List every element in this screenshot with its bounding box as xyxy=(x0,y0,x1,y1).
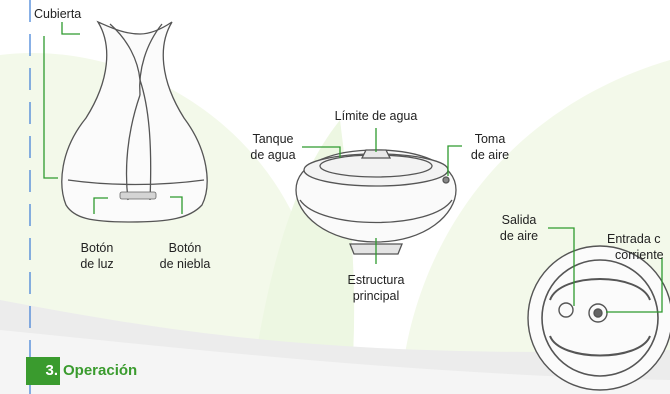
label-tanque-agua: Tanque de agua xyxy=(242,131,304,163)
label-salida-line1: Salida xyxy=(501,213,537,227)
label-estructura-line1: Estructura xyxy=(347,273,405,287)
base-bottom-illustration xyxy=(527,245,670,391)
label-boton-luz-line2: de luz xyxy=(80,257,114,271)
main-body-illustration xyxy=(295,149,457,255)
vase-buttons xyxy=(119,191,157,200)
label-toma-line1: Toma xyxy=(474,132,506,146)
label-boton-niebla: Botón de niebla xyxy=(150,240,220,272)
label-salida-aire: Salida de aire xyxy=(490,212,548,244)
section-number: 3. xyxy=(45,362,58,379)
label-boton-luz-line1: Botón xyxy=(80,241,114,255)
section-heading: 3. Operación xyxy=(26,357,166,385)
section-number-badge: 3. xyxy=(26,357,60,385)
label-toma-aire: Toma de aire xyxy=(461,131,519,163)
label-toma-line2: de aire xyxy=(470,148,510,162)
label-entrada-line1: Entrada c xyxy=(607,232,661,246)
label-boton-luz: Botón de luz xyxy=(68,240,126,272)
label-estructura-principal: Estructura principal xyxy=(330,272,422,304)
main-body-leader-lines xyxy=(302,128,462,264)
label-entrada-corriente: Entrada c corriente xyxy=(607,231,670,263)
label-cubierta: Cubierta xyxy=(34,7,82,21)
bottom-swoosh-light xyxy=(0,330,670,394)
label-limite-agua: Límite de agua xyxy=(334,109,418,123)
label-salida-line2: de aire xyxy=(499,229,539,243)
label-tanque-line1: Tanque xyxy=(252,132,294,146)
section-title: Operación xyxy=(63,362,138,379)
label-boton-niebla-line1: Botón xyxy=(168,241,202,255)
vase-leader-lines xyxy=(43,22,183,214)
base-leader-lines xyxy=(548,227,663,313)
label-boton-niebla-line2: de niebla xyxy=(159,257,211,271)
vase-diffuser-illustration xyxy=(61,20,208,223)
label-tanque-line2: de agua xyxy=(250,148,296,162)
label-estructura-line2: principal xyxy=(352,289,400,303)
label-entrada-line2: corriente xyxy=(615,248,664,262)
